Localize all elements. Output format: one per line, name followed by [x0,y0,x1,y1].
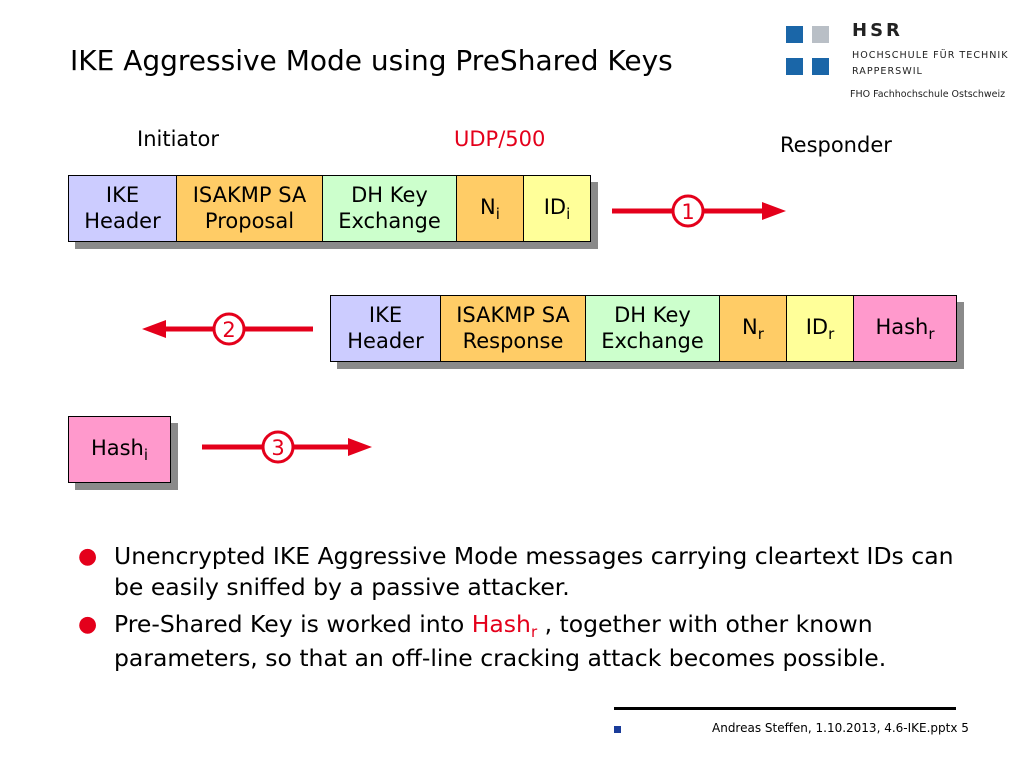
id-responder-field: IDr [786,295,854,362]
step-1-label: 1 [681,200,694,224]
logo-line-1: HOCHSCHULE FÜR TECHNIK [852,50,1009,61]
nonce-responder-field: Nr [719,295,787,362]
arrow-1-right: 1 [612,194,786,228]
hash-initiator-field: Hashi [68,416,171,483]
footer-rule [614,707,956,710]
hash-responder-field: Hashr [853,295,957,362]
responder-label: Responder [780,133,892,157]
message-3-packet: Hashi [68,416,171,483]
protocol-label: UDP/500 [454,127,546,151]
step-3-label: 3 [271,436,284,460]
logo-line-2: RAPPERSWIL [852,66,923,77]
arrow-2-left: 2 [142,312,313,346]
logo-square [812,26,829,43]
page-title: IKE Aggressive Mode using PreShared Keys [70,44,673,77]
nonce-initiator-field: Ni [456,175,524,242]
bullet-dot-icon: ● [78,544,98,569]
logo-name: HSR [852,20,903,41]
step-2-label: 2 [222,318,235,342]
initiator-label: Initiator [137,127,219,151]
footer-text: Andreas Steffen, 1.10.2013, 4.6-IKE.pptx… [712,721,969,735]
hash-r-highlight: Hashr [471,610,538,642]
bullet-item: ● Unencrypted IKE Aggressive Mode messag… [78,542,954,602]
logo-square [812,58,829,75]
arrow-3-right: 3 [202,430,372,464]
logo-line-3: FHO Fachhochschule Ostschweiz [850,89,1006,100]
logo-square [786,26,803,43]
logo-square [786,58,803,75]
bullet-dot-icon: ● [78,612,98,638]
id-initiator-field: IDi [523,175,591,242]
bullet-list: ● Unencrypted IKE Aggressive Mode messag… [78,541,958,680]
footer-square-icon [614,726,621,733]
bullet-item: ● Pre-Shared Key is worked into Hashr , … [78,610,887,672]
